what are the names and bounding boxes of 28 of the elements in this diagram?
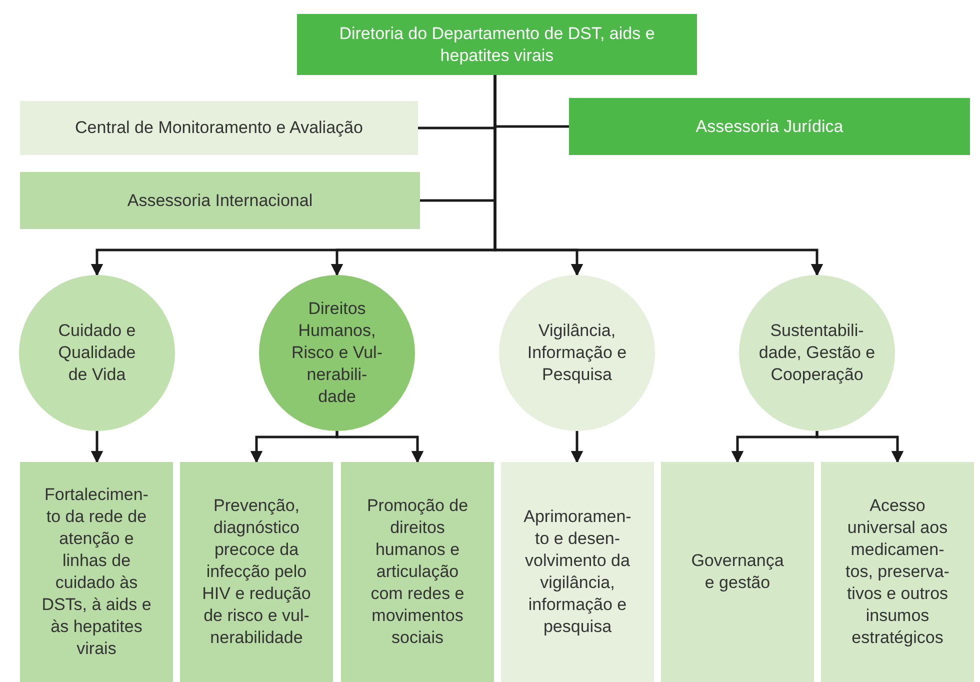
- arrow: [90, 431, 104, 464]
- arrow: [816, 431, 904, 464]
- arrow: [570, 431, 584, 464]
- org-box: [20, 172, 420, 229]
- node-label: Prevenção, diagnóstico precoce da infecção pelo HIV e redução de risco e vul- nerabilidade: [201, 495, 312, 649]
- node-label: Assessoria Internacional: [127, 190, 313, 212]
- org-box: [569, 98, 970, 155]
- node-label: Governança e gestão: [690, 550, 785, 594]
- org-box: [341, 462, 494, 682]
- node-label: Fortalecimen- to da rede de atenção e linhas de cuidado às DSTs, à aids e às hepatites virais: [40, 484, 152, 660]
- node-label: Vigilância, Informação e Pesquisa: [526, 320, 628, 386]
- node-label: Sustentabili- dade, Gestão e Cooperação: [758, 320, 876, 386]
- node-label: Promoção de direitos humanos e articulação com redes e movimentos sociais: [366, 495, 470, 649]
- node-label: Central de Monitoramento e Avaliação: [75, 117, 363, 139]
- node-label: Aprimoramen- to e desen- volvimento da vigilância, informação e pesquisa: [522, 506, 632, 638]
- org-box: [297, 14, 697, 75]
- node-label: Direitos Humanos, Risco e Vul- nerabili- dade: [291, 298, 383, 408]
- arrow: [336, 431, 424, 464]
- node-label: Diretoria do Departamento de DST, aids e hepatites virais: [338, 22, 656, 66]
- node-label: Acesso universal aos medicamen- tos, preserva- tivos e outros insumos estratégicos: [844, 495, 950, 649]
- org-box: [661, 462, 814, 682]
- org-box: [501, 462, 654, 682]
- org-box: [821, 462, 974, 682]
- node-label: Assessoria Jurídica: [696, 116, 844, 138]
- org-box: [20, 462, 173, 682]
- org-box: [20, 101, 418, 155]
- org-box: [180, 462, 333, 682]
- node-label: Cuidado e Qualidade de Vida: [57, 320, 137, 386]
